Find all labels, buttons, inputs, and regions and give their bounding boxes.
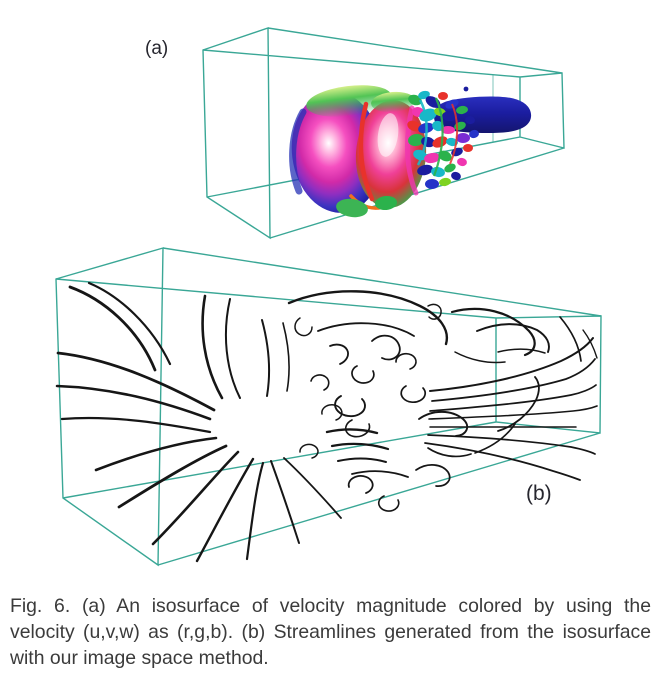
panel-a-label: (a) xyxy=(145,38,169,59)
panel-b-bounding-box xyxy=(55,247,602,567)
caption-line-1: Fig. 6. (a) An isosurface of velocity ma… xyxy=(10,595,651,617)
panel-b-label: (b) xyxy=(526,482,552,505)
figure-graphic xyxy=(55,27,602,567)
isosurface xyxy=(289,85,532,218)
caption-line-3: with our image space method. xyxy=(10,646,269,669)
figure-caption: Fig. 6. (a) An isosurface of velocity ma… xyxy=(10,594,651,671)
streamlines xyxy=(55,281,598,563)
caption-line-2: velocity (u,v,w) as (r,g,b). (b) Streaml… xyxy=(10,620,651,643)
turbulent-region xyxy=(407,90,479,189)
